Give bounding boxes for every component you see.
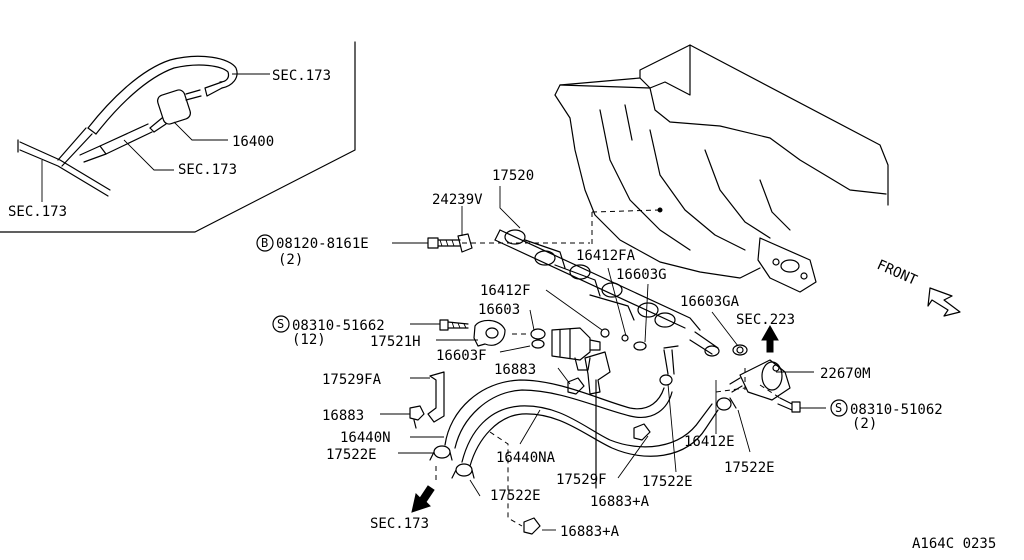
injector-16600 xyxy=(512,327,601,371)
clip-16883-middle xyxy=(567,377,585,395)
label-17521h[interactable]: 17521H xyxy=(370,334,421,350)
fuel-hose-16440n xyxy=(444,379,673,449)
front-indicator xyxy=(927,287,961,317)
leader-lines xyxy=(380,186,826,531)
label-16883-b[interactable]: 16883 xyxy=(322,408,364,424)
label-08310-51662[interactable]: 08310-51662 xyxy=(292,318,385,334)
label-17529f[interactable]: 17529F xyxy=(556,472,607,488)
label-16603g[interactable]: 16603G xyxy=(616,267,667,283)
label-16603ga[interactable]: 16603GA xyxy=(680,294,740,310)
inset-fuel-filter-assembly xyxy=(17,55,270,202)
label-sec173-c[interactable]: SEC.173 xyxy=(8,204,67,220)
label-sec173-a[interactable]: SEC.173 xyxy=(272,68,331,84)
label-17522e-a[interactable]: 17522E xyxy=(326,447,377,463)
label-24239v[interactable]: 24239V xyxy=(432,192,483,208)
label-17522e-d[interactable]: 17522E xyxy=(490,488,541,504)
label-16603[interactable]: 16603 xyxy=(478,302,520,318)
label-sec173-b[interactable]: SEC.173 xyxy=(178,162,237,178)
fuel-hose-16440na xyxy=(461,403,719,467)
arrow-down-left-icon xyxy=(411,485,435,513)
hose-clamp-17522e-4 xyxy=(716,397,737,411)
clamp-17521h xyxy=(473,319,506,347)
circle-b-badge xyxy=(256,234,274,252)
clip-16883a-2 xyxy=(523,517,541,535)
label-16412e[interactable]: 16412E xyxy=(684,434,735,450)
label-bolt-prefix: B xyxy=(261,236,268,250)
label-16603f[interactable]: 16603F xyxy=(436,348,487,364)
label-16440n[interactable]: 16440N xyxy=(340,430,391,446)
hose-clamp-17522e-3 xyxy=(659,345,679,386)
fuel-filter-16400 xyxy=(149,89,202,133)
label-16412f[interactable]: 16412F xyxy=(480,283,531,299)
label-screw2-prefix: S xyxy=(835,401,842,415)
diagram-code: A164C 0235 xyxy=(912,536,996,552)
label-17529fa[interactable]: 17529FA xyxy=(322,372,382,388)
clip-16883-left xyxy=(409,405,425,429)
intake-manifold xyxy=(554,44,889,293)
label-16412fa[interactable]: 16412FA xyxy=(576,248,636,264)
label-front: FRONT xyxy=(874,257,920,289)
label-sec173-d[interactable]: SEC.173 xyxy=(370,516,429,532)
label-17522e-c[interactable]: 17522E xyxy=(642,474,693,490)
clip-24239v xyxy=(457,233,473,253)
label-16883-a[interactable]: 16883 xyxy=(494,362,536,378)
screw-08310-51062 xyxy=(759,384,801,413)
circle-s-badge-1 xyxy=(272,315,290,333)
inset-frame xyxy=(0,41,356,233)
label-16883a-a[interactable]: 16883+A xyxy=(590,494,650,510)
arrow-up-icon xyxy=(761,324,779,353)
hose-clamp-17522e-2 xyxy=(451,463,475,479)
pressure-regulator-22670m xyxy=(715,359,791,401)
label-16883a-b[interactable]: 16883+A xyxy=(560,524,620,540)
bracket-17529fa xyxy=(427,371,445,423)
label-bolt-qty: (2) xyxy=(278,252,303,268)
label-22670m[interactable]: 22670M xyxy=(820,366,871,382)
fuel-rail-17520 xyxy=(494,229,748,357)
label-16440na[interactable]: 16440NA xyxy=(496,450,556,466)
seal-16603g xyxy=(633,341,647,351)
label-screw1-qty: (12) xyxy=(292,332,326,348)
label-screw2-qty: (2) xyxy=(852,416,877,432)
o-ring-16412fa xyxy=(621,334,629,342)
label-17522e-b[interactable]: 17522E xyxy=(724,460,775,476)
label-17520[interactable]: 17520 xyxy=(492,168,534,184)
part-labels: SEC.173 16400 SEC.173 SEC.173 17520 2423… xyxy=(8,68,996,552)
circle-s-badge-2 xyxy=(830,399,848,417)
o-ring-16412f xyxy=(600,328,610,338)
label-16400[interactable]: 16400 xyxy=(232,134,274,150)
label-screw1-prefix: S xyxy=(277,317,284,331)
bracket-17529f xyxy=(584,351,611,489)
screw-08310-51662 xyxy=(439,319,469,331)
label-sec223[interactable]: SEC.223 xyxy=(736,312,795,328)
label-08120-8161e[interactable]: 08120-8161E xyxy=(276,236,369,252)
bolt-08120-8161e xyxy=(427,237,590,249)
clip-16883a-1 xyxy=(633,423,651,441)
label-08310-51062[interactable]: 08310-51062 xyxy=(850,402,943,418)
